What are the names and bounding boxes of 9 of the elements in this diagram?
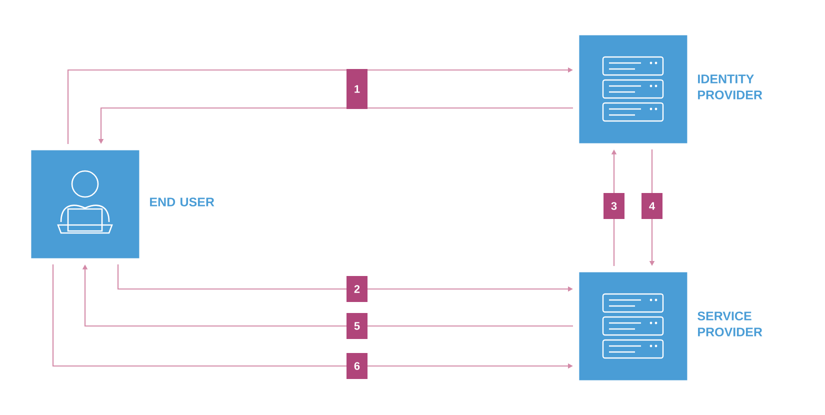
box-heading: IDENTITY PROVIDER [698,74,762,100]
step-badge: 3 [604,193,624,219]
step-badge: 1 [346,69,368,109]
step-badge: 2 [346,276,368,302]
step-badge: 6 [346,353,368,379]
box-heading: SERVICE PROVIDER [698,312,762,336]
step-badge: 5 [346,313,368,339]
step-badge: 4 [642,193,662,219]
box-heading: END USER [150,198,214,206]
